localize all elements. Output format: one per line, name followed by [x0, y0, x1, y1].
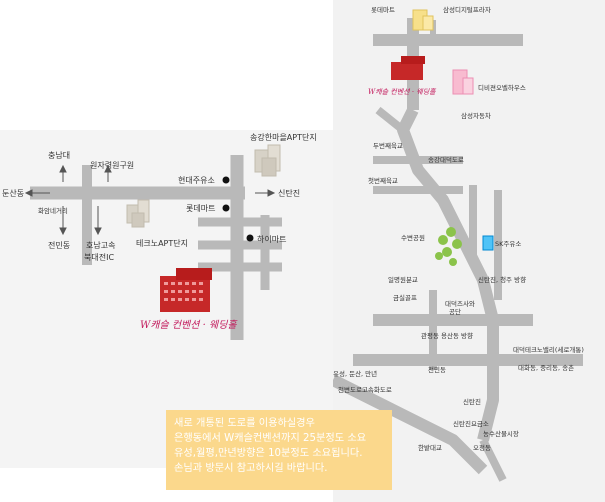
right-map-canvas: 롯데마트 삼성디지털프라자 디비젼오벨하우스 삼성자동차 두번째육교 송강대덕도… [333, 5, 584, 482]
wcastle-building-icon [160, 268, 212, 312]
label-hyundai: 현대주유소 [178, 176, 215, 185]
arrow-head-sintanjin [267, 189, 276, 197]
arrow-head-honam [94, 227, 102, 236]
road-diagonal-bottom [333, 374, 488, 475]
wcastle-small-building-icon [391, 56, 425, 80]
label-nongsu: 농수산물시장 [483, 429, 519, 438]
label-lotte-right: 롯데마트 [371, 5, 395, 14]
left-roads [30, 155, 282, 340]
notice-line-4: 손님과 방문시 참고하시길 바랍니다. [174, 463, 328, 474]
label-dvision: 디비젼오벨하우스 [478, 83, 526, 92]
right-location-map: 롯데마트 삼성디지털프라자 디비젼오벨하우스 삼성자동차 두번째육교 송강대덕도… [333, 0, 605, 502]
label-hwaam: 화암네거리 [38, 206, 68, 215]
label-dubyeon: 두번째육교 [373, 141, 403, 150]
songgang-apartment-icon [254, 144, 281, 177]
label-sk: SK주유소 [495, 240, 521, 248]
marker-lotte [222, 204, 230, 212]
notice-line-2: 은행동에서 W캐슬컨벤션까지 25분정도 소요 [174, 433, 367, 444]
marker-hyundai [222, 176, 230, 184]
right-brand-logo: W캐슬 컨벤션 · 웨딩홀 [368, 88, 437, 96]
label-songgang: 송강한마을APT단지 [250, 132, 317, 142]
label-honam-line1: 호남고속 [86, 241, 115, 250]
main-winding-road [397, 107, 499, 442]
notice-box: 새로 개통된 도로를 이용하실경우 은행동에서 W캐슬컨벤션까지 25분정도 소… [166, 410, 392, 490]
label-ilmyeon: 일명원분교 [388, 275, 418, 284]
label-daehwa: 대화동, 중리동, 송촌 [518, 363, 574, 372]
arrow-head-jeonmin [59, 227, 67, 236]
lotte-mart-icon [412, 9, 434, 31]
marker-himart [246, 234, 254, 242]
label-first-bridge: 첫번째육교 [368, 176, 398, 185]
label-subyeon-park: 수변공원 [401, 233, 425, 242]
label-geumsil: 금실골프 [393, 293, 417, 302]
sk-station-icon [482, 235, 494, 251]
road-bottom-stub [479, 438, 507, 482]
label-sintanjin-dir: 신탄진, 청주 방향 [478, 275, 526, 284]
park-trees-icon [435, 227, 462, 266]
label-gwanpyeong: 관평동 용산동 방향 [421, 331, 473, 340]
label-jeonmin-right: 전민동 [428, 365, 446, 374]
label-himart: 하이마트 [257, 234, 286, 244]
label-wonjiryeok: 원자력원구원 [90, 160, 134, 170]
label-lotte: 롯데마트 [186, 204, 215, 213]
label-hanbat: 한밭대교 [418, 443, 442, 452]
label-sintanjin-right: 신탄진 [463, 397, 481, 406]
notice-line-3: 유성,월평,만년방향은 10분정도 소요됩니다. [174, 448, 363, 459]
label-dunsan: 둔산동 [2, 188, 24, 198]
label-honam-line2: 북대전IC [84, 252, 114, 262]
label-samsung-car: 삼성자동차 [461, 111, 491, 120]
right-roads [333, 18, 583, 482]
notice-line-1: 새로 개통된 도로를 이용하실경우 [174, 418, 315, 429]
left-map-canvas: 충남대 원자력원구원 둔산동 화암네거리 전민동 호남고속 북대전IC 테크노A… [2, 132, 317, 340]
label-techno: 테크노APT단지 [136, 238, 188, 248]
label-samsung-digital: 삼성디지털프라자 [443, 5, 491, 14]
label-daedeok-techno: 대덕테크노밸리(세로개통) [513, 345, 584, 354]
label-jeonmin: 전민동 [48, 240, 70, 250]
left-arrows [24, 164, 276, 236]
label-daedeok-science-2: 공단 [449, 307, 461, 316]
label-cheonbyeon: 천변도로고속화도로 [338, 385, 392, 394]
label-daedeok-science-1: 대덕즈사와 [445, 299, 475, 308]
label-yuseong: 유성, 둔산, 만년 [333, 369, 377, 378]
arrow-head-dunsan [24, 189, 33, 197]
label-sintanjin-ic: 신탄진요금소 [453, 419, 489, 428]
label-sintanjin: 신탄진 [278, 188, 300, 198]
arrow-head-wonjiryeok [104, 164, 112, 173]
left-brand-logo: W캐슬 컨벤션 · 웨딩홀 [140, 319, 238, 331]
label-chungnam: 충남대 [48, 151, 70, 160]
techno-apartment-icon [126, 199, 150, 228]
label-songgang-road: 송강대덕도로 [428, 155, 464, 164]
label-ojeongdong: 오정동 [473, 443, 491, 452]
dvision-building-icon [452, 69, 474, 95]
road-branch-upper-left [375, 106, 406, 134]
arrow-head-chungnam [59, 164, 67, 173]
